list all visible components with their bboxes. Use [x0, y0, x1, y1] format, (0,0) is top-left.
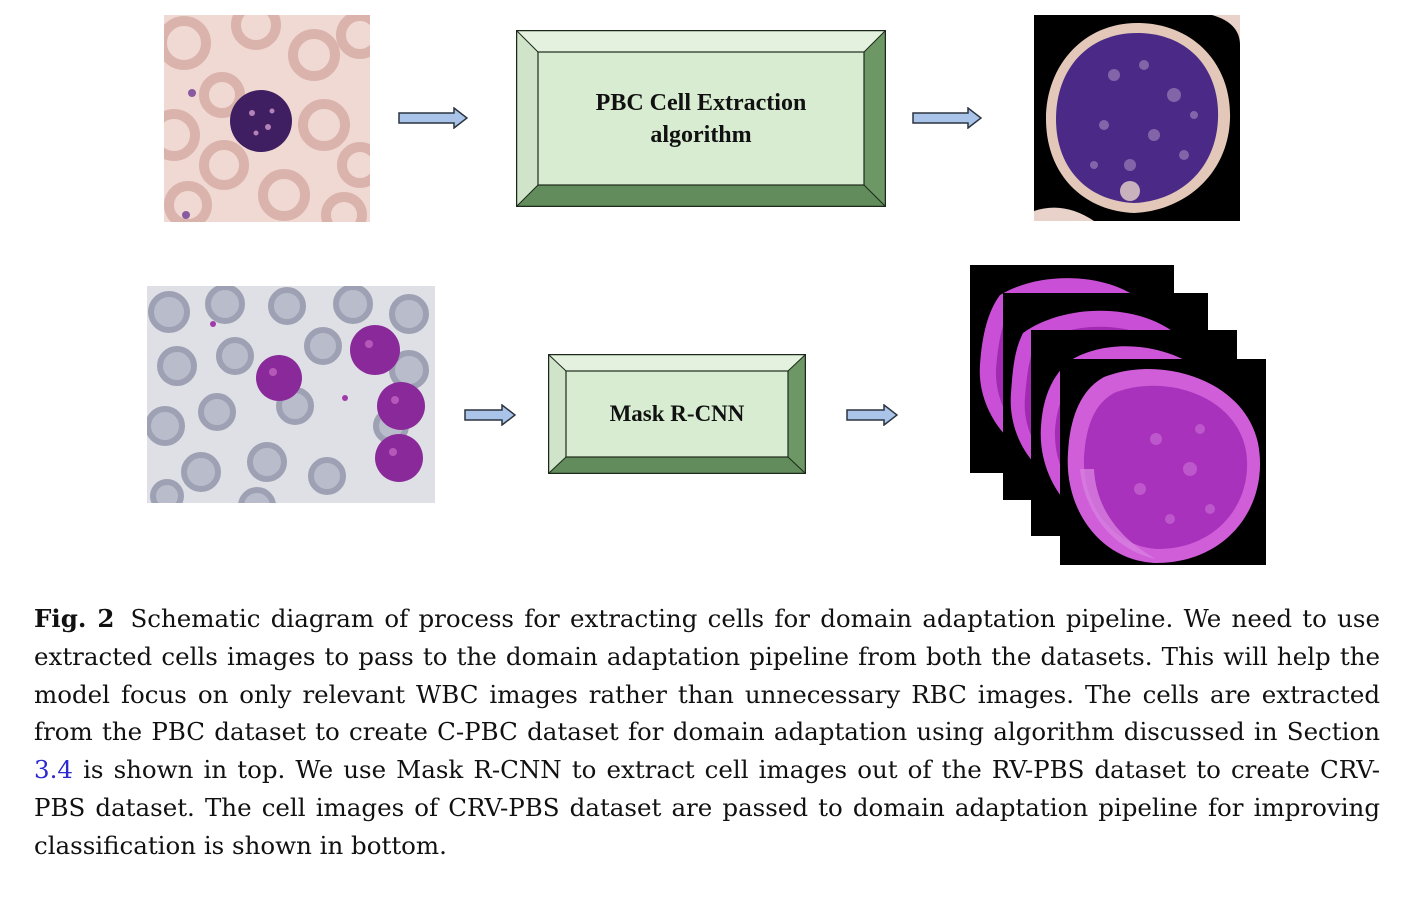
mask-rcnn-box: Mask R-CNN — [548, 354, 806, 474]
mask-rcnn-text: Mask R-CNN — [609, 401, 745, 426]
extracted-pbc-cell-image — [1034, 15, 1240, 221]
bottom-right-arrow-1 — [464, 404, 516, 426]
mask-rcnn-label: Mask R-CNN — [548, 354, 806, 474]
top-right-arrow-1 — [398, 107, 468, 129]
caption-text-before-link: Schematic diagram of process for extract… — [34, 604, 1380, 747]
section-reference-link[interactable]: 3.4 — [34, 755, 73, 785]
figure-label: Fig. 2 — [34, 604, 115, 633]
bottom-right-arrow-2 — [846, 404, 898, 426]
caption-text-after-link: is shown in top. We use Mask R-CNN to ex… — [34, 755, 1380, 860]
pbc-cell-extraction-box: PBC Cell Extraction algorithm — [516, 30, 886, 207]
top-right-arrow-2 — [912, 107, 982, 129]
extracted-cell-stack-4 — [1060, 359, 1266, 565]
rv-pbs-input-blood-smear-image — [147, 286, 435, 503]
pbc-cell-extraction-text: PBC Cell Extraction algorithm — [595, 89, 807, 148]
pbc-cell-extraction-label: PBC Cell Extraction algorithm — [516, 30, 886, 207]
pbc-input-blood-smear-image — [164, 15, 370, 222]
